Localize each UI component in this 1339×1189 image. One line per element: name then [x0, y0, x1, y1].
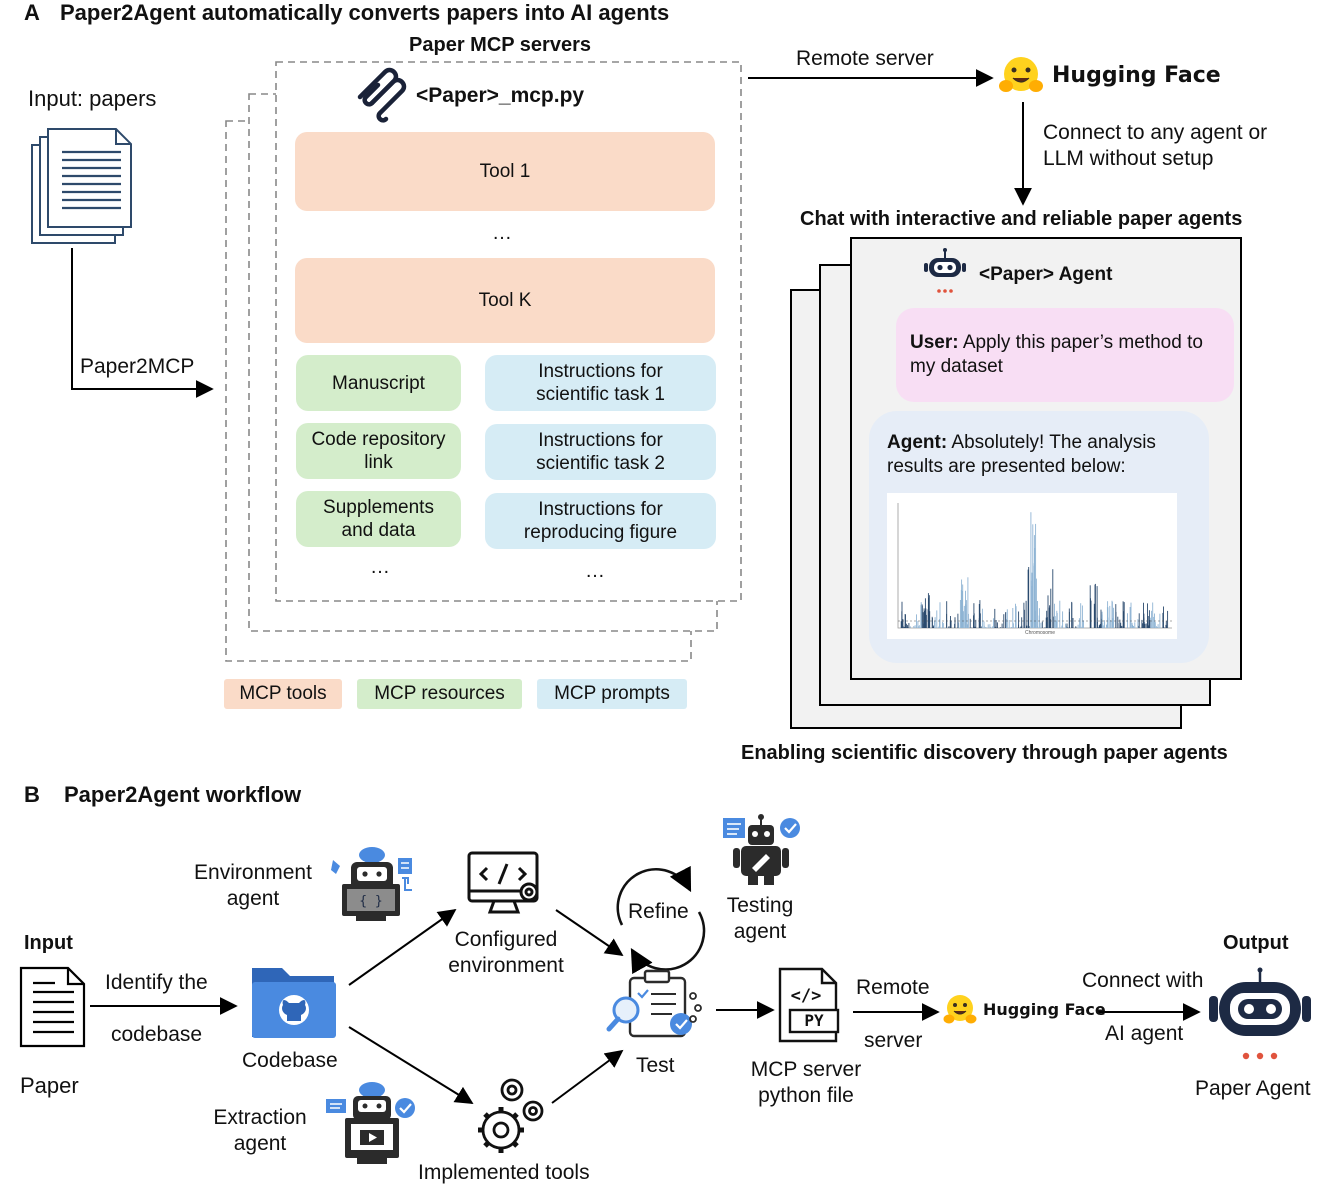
user-message: User: Apply this paper’s method to my da… — [910, 331, 1226, 379]
testing-agent-label: Testing agent — [726, 894, 794, 943]
user-message-text: Apply this paper’s method to my dataset — [910, 332, 1203, 377]
paper-agent-robot-icon — [1209, 967, 1311, 1060]
hugging-face-icon — [999, 57, 1043, 92]
prompt-label: Instructions for scientific task 1 — [536, 361, 665, 405]
remote-label: Remote — [856, 976, 930, 999]
input-papers-label: Input: papers — [28, 86, 157, 111]
connect-text: Connect to any agent or LLM without setu… — [1043, 121, 1268, 170]
input-label: Input — [24, 932, 73, 954]
agent-prefix: Agent: — [887, 432, 948, 453]
paper-label: Paper — [20, 1073, 79, 1098]
test-label: Test — [636, 1054, 675, 1077]
prompt-label: Instructions for reproducing figure — [523, 499, 678, 543]
monitor-code-icon — [467, 851, 539, 914]
prompt-task-2: Instructions for scientific task 2 — [485, 424, 716, 480]
extraction-agent-label: Extraction agent — [213, 1106, 307, 1155]
codebase-word-label: codebase — [111, 1023, 203, 1046]
svg-text:{ }: { } — [359, 894, 382, 909]
implemented-to-test-arrow — [551, 1049, 624, 1104]
paper2mcp-arrow — [71, 248, 214, 398]
servers-title: Paper MCP servers — [409, 34, 591, 56]
paper2mcp-label: Paper2MCP — [80, 355, 195, 378]
to-implemented-arrow — [348, 1026, 474, 1104]
agent-message: Agent: Absolutely! The analysis results … — [887, 431, 1192, 479]
refine-label: Refine — [628, 900, 689, 923]
python-file-icon: </> — [778, 967, 840, 1043]
resource-label: Code repository link — [311, 429, 446, 473]
user-prefix: User: — [910, 332, 959, 353]
hugging-face-icon-b — [943, 995, 977, 1024]
mcp-logo-icon — [357, 67, 407, 123]
server-label: server — [864, 1029, 923, 1052]
resource-code-repo: Code repository link — [296, 423, 461, 479]
bottom-caption: Enabling scientific discovery through pa… — [741, 742, 1228, 764]
agent-title: <Paper> Agent — [979, 264, 1113, 285]
resource-label: Manuscript — [332, 372, 425, 394]
legend-mcp-tools: MCP tools — [224, 679, 342, 709]
svg-text:</>: </> — [791, 986, 822, 1006]
mcp-file-name: <Paper>_mcp.py — [416, 84, 585, 107]
tool-k-label: Tool K — [478, 290, 532, 311]
mcp-server-file-label: MCP server python file — [750, 1058, 862, 1107]
chart-xlabel: Chromosome — [1024, 630, 1055, 636]
to-configured-arrow — [348, 908, 457, 986]
tool-1-label: Tool 1 — [479, 161, 531, 182]
tool-k-box: Tool K — [295, 258, 715, 343]
panel-a-letter: A — [24, 0, 40, 25]
resource-supplements: Supplements and data — [296, 491, 461, 547]
robot-icon — [924, 248, 966, 293]
output-label: Output — [1223, 932, 1289, 954]
panel-b-letter: B — [24, 782, 40, 807]
configured-environment-label: Configured environment — [448, 928, 564, 977]
hugging-face-label: Hugging Face — [1052, 63, 1221, 88]
configured-to-test-arrow — [555, 909, 624, 957]
panel-a-title: Paper2Agent automatically converts paper… — [60, 0, 670, 25]
user-bubble — [896, 308, 1234, 402]
prompt-ellipsis: … — [585, 560, 605, 582]
identify-label: Identify the — [105, 971, 208, 994]
implemented-tools-label: Implemented tools — [418, 1161, 590, 1184]
prompt-label: Instructions for scientific task 2 — [536, 430, 665, 474]
resource-ellipsis: … — [370, 556, 390, 578]
paper-agent-label: Paper Agent — [1195, 1077, 1311, 1100]
paper-document-icon — [19, 966, 86, 1048]
document-stack-icon — [31, 128, 132, 244]
gears-icon — [478, 1078, 544, 1153]
extraction-agent-icon — [326, 1082, 415, 1164]
tool-ellipsis: … — [492, 222, 512, 244]
environment-agent-label: Environment agent — [194, 861, 312, 910]
ai-agent-label: AI agent — [1105, 1022, 1184, 1045]
prompt-task-1: Instructions for scientific task 1 — [485, 355, 716, 411]
chat-title: Chat with interactive and reliable paper… — [800, 208, 1243, 230]
refine-cycle-icon — [616, 865, 706, 975]
prompt-figure: Instructions for reproducing figure — [485, 493, 716, 549]
testing-agent-icon — [723, 814, 800, 885]
py-label: PY — [804, 1011, 824, 1030]
manhattan-plot — [897, 503, 1172, 629]
environment-agent-icon: { } — [331, 847, 412, 921]
panel-b-title: Paper2Agent workflow — [64, 782, 302, 807]
codebase-label: Codebase — [242, 1049, 338, 1072]
github-folder-icon — [252, 968, 336, 1038]
hugging-face-label-b: Hugging Face — [983, 1000, 1106, 1019]
clipboard-test-icon — [606, 969, 702, 1038]
resource-manuscript: Manuscript — [296, 355, 461, 411]
legend-mcp-prompts: MCP prompts — [537, 679, 687, 709]
connect-with-label: Connect with — [1082, 969, 1204, 992]
tool-1-box: Tool 1 — [295, 132, 715, 211]
agent-message-text: Absolutely! The analysis results are pre… — [887, 432, 1156, 477]
remote-server-label: Remote server — [796, 47, 934, 70]
resource-label: Supplements and data — [323, 497, 434, 541]
legend-mcp-resources: MCP resources — [357, 679, 522, 709]
